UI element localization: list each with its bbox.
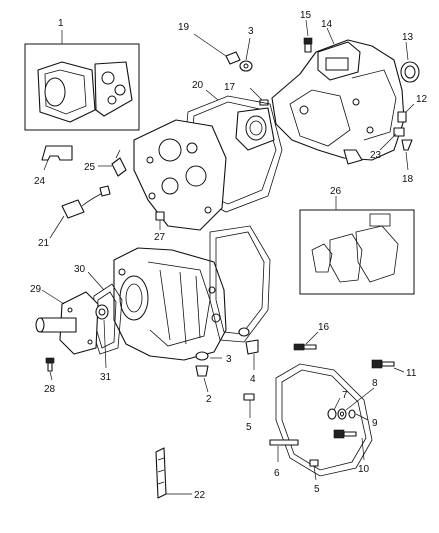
callout-5-lower: 5 [314,484,320,495]
callout-10: 10 [358,464,370,475]
plug-4 [238,327,259,355]
inset-case-assembly [24,30,140,131]
bracket-24 [41,145,73,161]
callout-11: 11 [406,368,417,379]
callout-21: 21 [38,238,50,249]
washer-8 [337,408,347,420]
washer-3-top [239,60,253,72]
callout-8: 8 [372,378,378,389]
fill-plug [393,127,413,151]
callout-4: 4 [250,374,256,385]
washer-9 [348,409,356,419]
callout-22: 22 [194,490,206,501]
washer-7 [327,408,337,420]
callout-24: 24 [34,176,46,187]
callout-1: 1 [58,18,64,29]
sensor-21 [61,185,111,219]
id-tag-22 [155,447,167,499]
callout-13: 13 [402,32,414,43]
bolt-19 [225,51,241,65]
bolt-16 [293,343,317,351]
callout-25: 25 [84,162,96,173]
drain-plug [397,111,407,123]
callout-30: 30 [74,264,86,275]
drain-plug-2 [195,351,209,377]
callout-17: 17 [224,82,236,93]
callout-23: 23 [370,150,382,161]
callout-15: 15 [300,10,312,21]
callout-14: 14 [321,19,333,30]
case-gasket [209,225,271,343]
dowel-27 [155,211,165,221]
oil-seal [400,61,420,83]
adapter-plate [235,107,275,151]
callout-3-top: 3 [248,26,254,37]
main-case [113,247,227,361]
callout-26: 26 [330,186,342,197]
callout-9: 9 [372,418,378,429]
stud-6 [269,439,299,446]
vent-fitting [303,37,313,53]
dowel-5-lower [309,459,319,467]
clip-25 [111,149,127,177]
callout-18: 18 [402,174,414,185]
callout-28: 28 [44,384,56,395]
bolt-10 [333,429,357,439]
callout-19: 19 [178,22,190,33]
inset-gaskets [299,209,415,295]
front-retainer [35,291,99,355]
callout-5-upper: 5 [246,422,252,433]
bolt-11 [371,359,395,369]
callout-20: 20 [192,80,204,91]
callout-31: 31 [100,372,112,383]
callout-12: 12 [416,94,428,105]
front-case-half [133,119,227,231]
callout-6: 6 [274,468,280,479]
callout-7: 7 [342,390,348,401]
callout-29: 29 [30,284,42,295]
callout-3-bottom: 3 [226,354,232,365]
seal-31 [95,304,109,320]
callout-2: 2 [206,394,212,405]
extension-housing [271,39,405,165]
dowel-5-upper [243,393,255,401]
callout-27: 27 [154,232,166,243]
cover-plate-gasket [275,363,373,477]
callout-16: 16 [318,322,330,333]
bolt-28 [45,357,55,372]
